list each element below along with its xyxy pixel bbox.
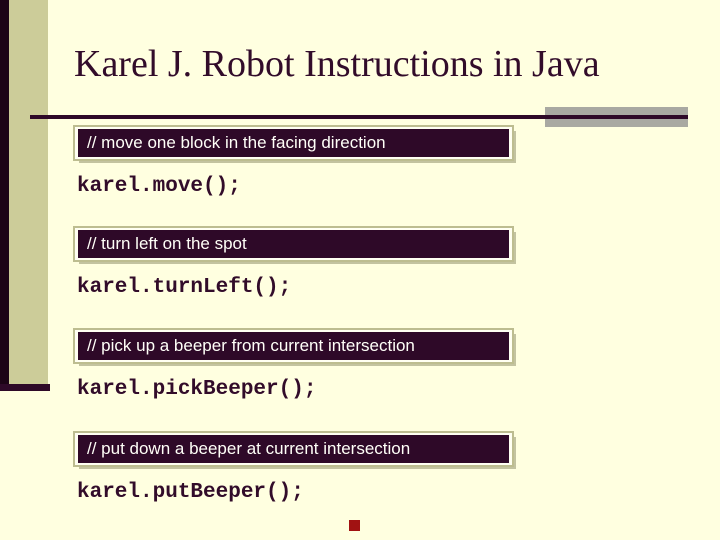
left-edge-strip: [0, 0, 9, 391]
code-line: karel.putBeeper();: [77, 481, 304, 504]
instruction-block-move: // move one block in the facing directio…: [73, 125, 514, 198]
comment-text: // move one block in the facing directio…: [87, 133, 386, 152]
code-line: karel.move();: [77, 175, 241, 198]
instruction-block-pickbeeper: // pick up a beeper from current interse…: [73, 328, 514, 401]
code-line: karel.pickBeeper();: [77, 378, 317, 401]
instruction-block-putbeeper: // put down a beeper at current intersec…: [73, 431, 514, 504]
comment-box: // move one block in the facing directio…: [73, 125, 514, 161]
maroon-accent-bar: [0, 384, 50, 391]
comment-text: // put down a beeper at current intersec…: [87, 439, 411, 458]
comment-box: // pick up a beeper from current interse…: [73, 328, 514, 364]
instruction-block-turnleft: // turn left on the spot karel.turnLeft(…: [73, 226, 514, 299]
comment-box: // turn left on the spot: [73, 226, 514, 262]
page-title: Karel J. Robot Instructions in Java: [74, 43, 600, 85]
comment-text: // pick up a beeper from current interse…: [87, 336, 415, 355]
code-line: karel.turnLeft();: [77, 276, 292, 299]
comment-box: // put down a beeper at current intersec…: [73, 431, 514, 467]
title-rule: [30, 115, 688, 119]
comment-text: // turn left on the spot: [87, 234, 247, 253]
red-square-decoration: [349, 520, 360, 531]
